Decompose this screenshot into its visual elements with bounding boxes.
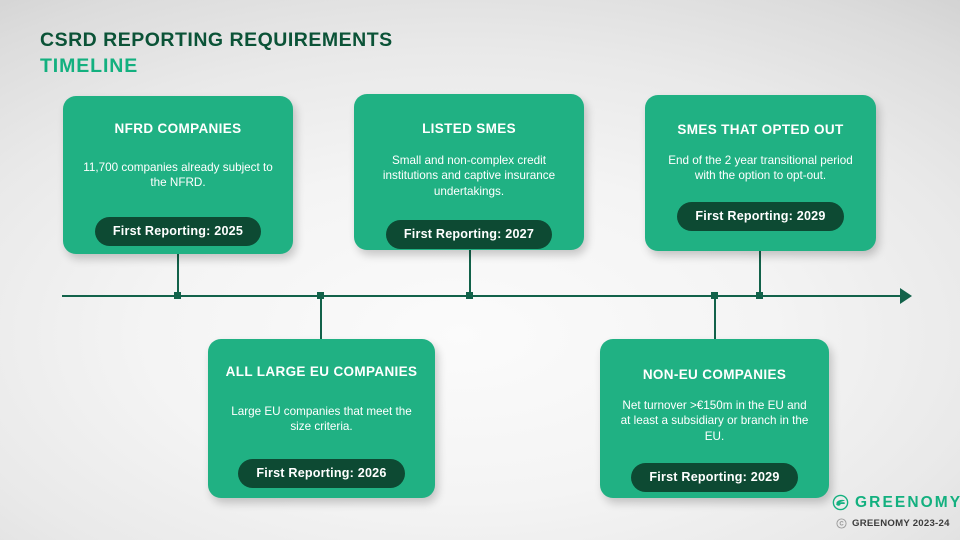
- brand-name: GREENOMY: [855, 493, 960, 511]
- connector-opted-out: [759, 251, 761, 296]
- first-reporting-badge: First Reporting: 2029: [631, 462, 798, 492]
- card-description: Net turnover >€150m in the EU and at lea…: [620, 398, 809, 443]
- page-subtitle: TIMELINE: [40, 54, 139, 77]
- brand-lockup: GREENOMY: [832, 494, 960, 511]
- page-title: CSRD REPORTING REQUIREMENTS: [40, 29, 393, 51]
- timeline-card-large-eu[interactable]: ALL LARGE EU COMPANIES Large EU companie…: [208, 339, 435, 498]
- slide-heading: CSRD REPORTING REQUIREMENTS TIMELINE: [40, 28, 640, 79]
- card-description: Large EU companies that meet the size cr…: [231, 404, 412, 434]
- connector-large-eu: [320, 296, 322, 341]
- timeline-card-listed-smes[interactable]: LISTED SMES Small and non-complex credit…: [354, 94, 584, 250]
- first-reporting-badge: First Reporting: 2029: [677, 202, 844, 231]
- card-description: End of the 2 year transitional period wi…: [668, 153, 853, 183]
- timeline-card-opted-out[interactable]: SMES THAT OPTED OUT End of the 2 year tr…: [645, 95, 876, 251]
- card-title: NFRD COMPANIES: [114, 121, 242, 136]
- timeline-card-non-eu[interactable]: NON-EU COMPANIES Net turnover >€150m in …: [600, 339, 829, 498]
- connector-non-eu: [714, 296, 716, 341]
- card-title: SMES THAT OPTED OUT: [677, 122, 844, 137]
- timeline-arrow-icon: [900, 288, 912, 304]
- first-reporting-badge: First Reporting: 2025: [94, 217, 262, 246]
- copyright-line: GREENOMY 2023-24: [836, 518, 950, 529]
- copyright-icon: [836, 518, 847, 529]
- connector-listed-smes: [469, 250, 471, 296]
- timeline-axis: [62, 295, 908, 297]
- timeline-card-nfrd[interactable]: NFRD COMPANIES 11,700 companies already …: [63, 96, 293, 254]
- greenomy-leaf-circle-icon: [832, 494, 849, 511]
- first-reporting-badge: First Reporting: 2026: [238, 459, 405, 488]
- card-title: NON-EU COMPANIES: [642, 367, 787, 382]
- card-title: ALL LARGE EU COMPANIES: [225, 364, 418, 379]
- copyright-text: GREENOMY 2023-24: [852, 517, 950, 529]
- card-description: 11,700 companies already subject to the …: [83, 160, 273, 190]
- card-description: Small and non-complex credit institution…: [382, 153, 556, 198]
- connector-nfrd: [177, 254, 179, 296]
- card-title: LISTED SMES: [422, 121, 516, 136]
- timeline-dot-non-eu: [711, 292, 718, 299]
- first-reporting-badge: First Reporting: 2027: [385, 219, 553, 249]
- timeline-dot-large-eu: [317, 292, 324, 299]
